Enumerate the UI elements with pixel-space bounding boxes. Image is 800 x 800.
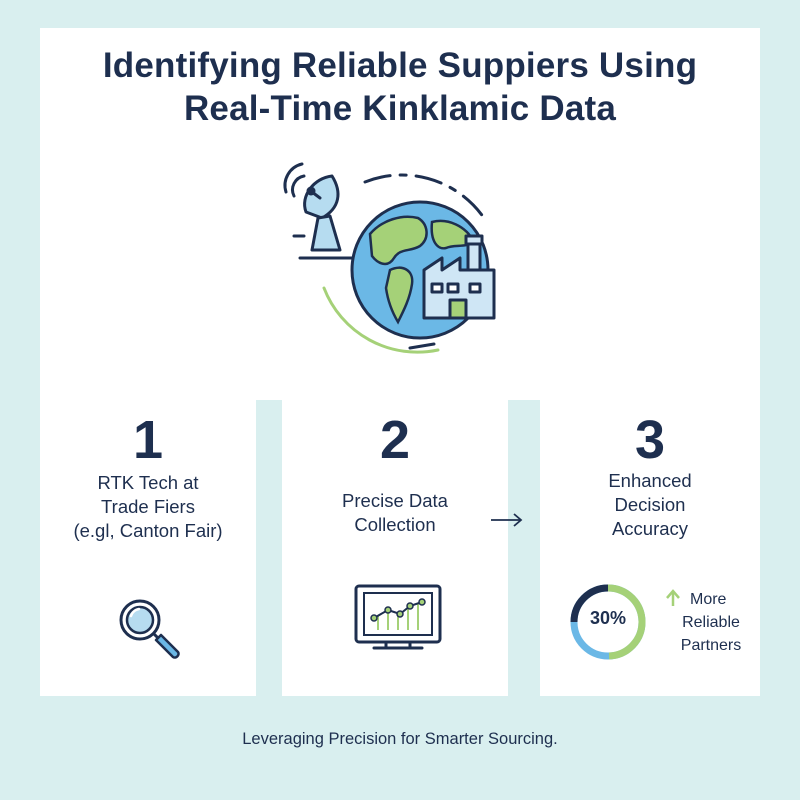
page-title: Identifying Reliable Suppiers Using Real… [102, 46, 698, 128]
stat-value: 30% [589, 608, 627, 628]
magnifying-glass-icon [119, 599, 180, 659]
step-number: 3 [634, 410, 666, 470]
step-number: 2 [379, 410, 411, 470]
step-card-1: 1 RTK Tech at Trade Fiers (e.gl, Canton … [40, 400, 256, 696]
up-arrow-icon [666, 589, 680, 606]
step-label: Precise Data Collection [342, 490, 448, 535]
donut-segment-green [607, 584, 646, 660]
step-label: RTK Tech at Trade Fiers (e.gl, Canton Fa… [73, 472, 223, 541]
hero-illustration [283, 162, 496, 354]
factory-icon [422, 234, 496, 320]
step-number: 1 [132, 410, 164, 470]
step-card-3: 3 Enhanced Decision Accuracy [540, 400, 760, 696]
donut-segment-navy [570, 584, 609, 623]
step-label: Enhanced Decision Accuracy [608, 470, 692, 539]
footer-tagline: Leveraging Precision for Smarter Sourcin… [242, 730, 558, 748]
stat-more-label: More [690, 591, 727, 608]
monitor-chart-icon [354, 584, 442, 650]
right-arrow-icon [491, 513, 523, 527]
satellite-dish-icon [283, 162, 356, 260]
donut-chart-icon [570, 584, 646, 660]
globe-icon [350, 200, 490, 340]
stat-partners-label: Reliable Partners [680, 614, 742, 654]
